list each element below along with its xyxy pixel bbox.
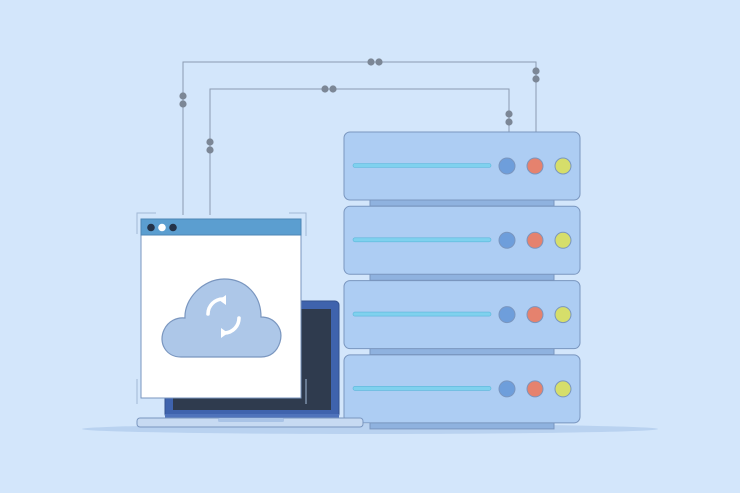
window-dot	[147, 223, 155, 232]
blue-light	[498, 306, 516, 324]
red-light	[526, 380, 544, 398]
connector-dot	[329, 85, 337, 93]
blue-light	[498, 157, 516, 175]
connector-dot	[179, 100, 187, 108]
cloud-sync-icon	[161, 278, 282, 358]
server-unit	[343, 354, 581, 430]
yellow-light	[554, 231, 572, 249]
yellow-light	[554, 380, 572, 398]
connector-dot	[206, 146, 214, 154]
server-unit	[343, 131, 581, 207]
window-dot	[158, 223, 166, 232]
sync-arrowhead-top	[219, 295, 226, 305]
connector-dot	[179, 92, 187, 100]
connector-dot	[206, 138, 214, 146]
server-status-bar	[352, 386, 492, 391]
connector-dot	[532, 75, 540, 83]
sync-arrowhead-bottom	[221, 328, 228, 338]
server-unit	[343, 280, 581, 356]
blue-light	[498, 231, 516, 249]
connector-dot	[367, 58, 375, 66]
connector-dot	[321, 85, 329, 93]
connector-dot	[505, 118, 513, 126]
connector-dot	[532, 67, 540, 75]
laptop-hinge	[165, 414, 339, 419]
browser-window	[140, 218, 302, 399]
yellow-light	[554, 157, 572, 175]
connector-dot	[505, 110, 513, 118]
bracket-top-right	[289, 212, 307, 236]
yellow-light	[554, 306, 572, 324]
server-rack	[343, 131, 581, 430]
window-dot	[169, 223, 177, 232]
cloud-shape	[161, 278, 282, 358]
window-title-bar	[140, 218, 302, 236]
window-frame-brackets	[136, 212, 307, 404]
red-light	[526, 306, 544, 324]
server-status-bar	[352, 311, 492, 317]
red-light	[526, 231, 544, 249]
cable-connectors	[179, 58, 540, 154]
server-status-bar	[352, 237, 492, 243]
outer-cable	[182, 61, 537, 215]
server-status-bar	[352, 163, 492, 168]
laptop-notch	[218, 418, 284, 422]
connector-dot	[375, 58, 383, 66]
server-unit	[343, 205, 581, 281]
red-light	[526, 157, 544, 175]
bracket-top-left	[136, 212, 156, 234]
blue-light	[498, 380, 516, 398]
